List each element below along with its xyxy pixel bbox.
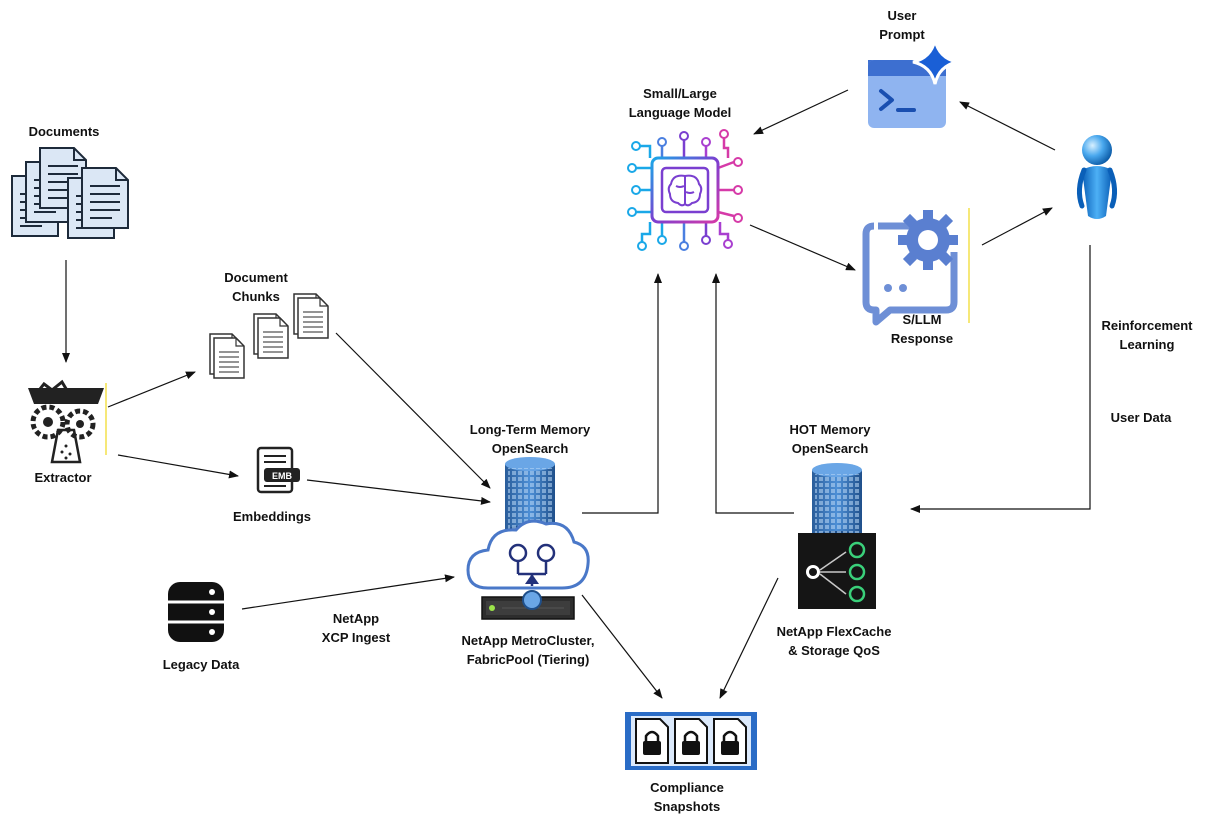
- locked-file-icons: [635, 718, 747, 764]
- long-term-memory-icon: [466, 457, 590, 620]
- emb-badge-text: EMB: [272, 471, 293, 481]
- label-documents: Documents: [28, 124, 100, 139]
- arrow-hot-to-llm: [712, 273, 794, 514]
- flexcache-panel-icon: [798, 533, 876, 609]
- label-flexcache: NetApp FlexCache& Storage QoS: [776, 624, 892, 658]
- compliance-snapshots-icon: [625, 712, 757, 770]
- label-user-data: User Data: [1110, 410, 1172, 425]
- gear-icon: [898, 210, 958, 270]
- label-metrocluster: NetApp MetroCluster,FabricPool (Tiering): [461, 633, 595, 667]
- document-chunks-icon: [209, 293, 329, 379]
- arrow-legacy-to-longterm: [241, 574, 455, 610]
- embeddings-icon: EMB: [256, 446, 300, 494]
- legacy-data-database-icon: [168, 582, 224, 642]
- arrow-chunks-to-longterm: [335, 332, 491, 489]
- language-model-chip-icon: [627, 129, 743, 251]
- arrow-extractor-to-embeddings: [117, 454, 239, 479]
- label-legacy-data: Legacy Data: [162, 657, 240, 672]
- brain-icon: [667, 174, 703, 207]
- llm-response-chat-icon: [862, 210, 958, 326]
- label-extractor: Extractor: [34, 470, 92, 485]
- arrow-extractor-to-chunks: [107, 371, 196, 408]
- extractor-icon: [28, 379, 104, 464]
- hot-memory-icon: [798, 463, 876, 609]
- cloud-icon: [466, 519, 590, 590]
- user-person-icon: [1076, 135, 1118, 219]
- arrow-longterm-to-llm: [582, 273, 662, 514]
- arrow-user-to-prompt: [959, 101, 1056, 151]
- documents-icon: [11, 147, 129, 239]
- arrow-longterm-to-snapshots: [581, 594, 663, 699]
- arrow-embeddings-to-longterm: [306, 479, 491, 505]
- user-prompt-terminal-icon: [868, 39, 958, 128]
- connectors: [62, 89, 1091, 699]
- arrow-userdata-to-hot: [910, 245, 1091, 513]
- label-embeddings: Embeddings: [232, 509, 311, 524]
- arrow-llm-to-response: [749, 224, 856, 271]
- arrow-prompt-to-llm: [753, 89, 849, 135]
- arrow-flexcache-to-snapshots: [719, 577, 779, 699]
- arrow-response-to-user: [981, 207, 1053, 246]
- sparkle-icon: [912, 39, 958, 85]
